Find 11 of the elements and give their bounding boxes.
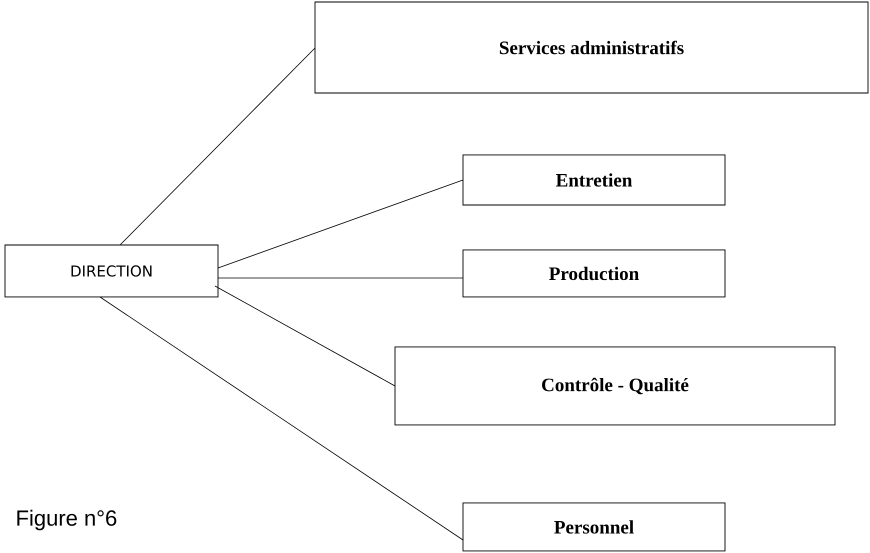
- figure-label: Figure n°6: [17, 510, 116, 530]
- org-box: Personnel: [462, 502, 726, 552]
- connector-line: [120, 48, 316, 246]
- org-box: Contrôle - Qualité: [394, 346, 836, 426]
- org-box: Entretien: [462, 154, 726, 206]
- org-box: Services administratifs: [314, 2, 868, 94]
- org-box: DIRECTION: [4, 244, 218, 298]
- org-box: Production: [462, 250, 726, 298]
- connector-line: [214, 286, 396, 386]
- connector-line: [218, 180, 464, 268]
- connector-line: [100, 296, 464, 540]
